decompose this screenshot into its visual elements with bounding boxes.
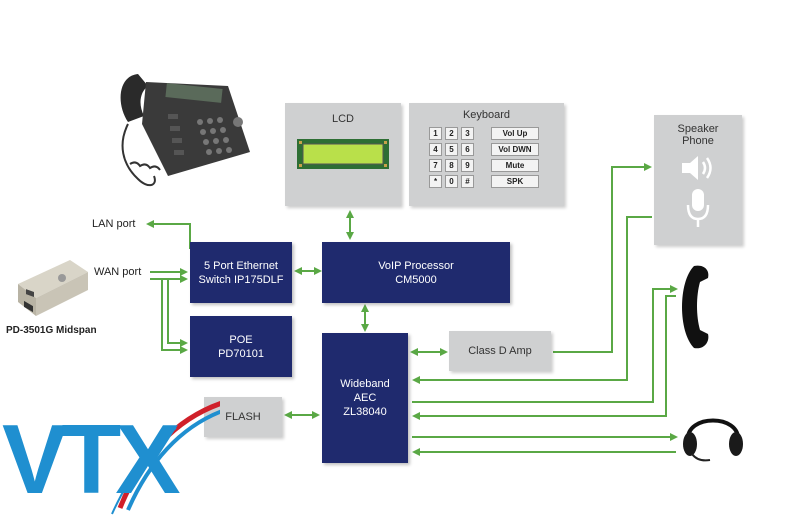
aec-label-1: Wideband <box>340 378 390 390</box>
aec-label-3: ZL38040 <box>343 406 387 418</box>
wire-amp-speaker <box>553 163 652 353</box>
key-hash: # <box>461 175 474 188</box>
poe-label-1: POE <box>229 333 253 346</box>
voip-label-2: CM5000 <box>395 273 437 286</box>
key-6: 6 <box>461 143 474 156</box>
wire-mic-aec <box>412 216 652 384</box>
keypad: 1 2 3 4 5 6 7 8 9 * 0 # Vol Up Vol DWN M… <box>409 103 564 206</box>
vtx-logo: VTX <box>0 398 220 515</box>
wire-aec-handset <box>412 285 678 403</box>
key-1: 1 <box>429 127 442 140</box>
aec-label-2: AEC <box>353 392 377 404</box>
key-5: 5 <box>445 143 458 156</box>
speaker-label-1: Speaker <box>677 123 719 135</box>
handset-icon <box>682 265 709 349</box>
ethernet-switch-block: 5 Port Ethernet Switch IP175DLF <box>190 242 292 303</box>
vtx-logo-text: VTX <box>2 404 181 514</box>
switch-label-2: Switch IP175DLF <box>198 273 284 286</box>
key-vol-down: Vol DWN <box>491 143 539 156</box>
lcd-module-icon <box>297 139 389 169</box>
speaker-phone-block: Speaker Phone <box>654 115 742 245</box>
amp-label: Class D Amp <box>468 345 532 357</box>
key-2: 2 <box>445 127 458 140</box>
speaker-label-2: Phone <box>682 135 714 147</box>
poe-label-2: PD70101 <box>218 347 264 360</box>
class-d-amp-block: Class D Amp <box>449 331 551 371</box>
voip-label-1: VoIP Processor <box>378 259 454 272</box>
speaker-icon <box>682 156 712 180</box>
lcd-block: LCD <box>285 103 401 206</box>
midspan-label: PD-3501G Midspan <box>6 325 97 336</box>
key-0: 0 <box>445 175 458 188</box>
key-4: 4 <box>429 143 442 156</box>
keyboard-block: Keyboard 1 2 3 4 5 6 7 8 9 * 0 # Vol Up … <box>409 103 564 206</box>
lan-port-label: LAN port <box>92 218 136 230</box>
switch-label-1: 5 Port Ethernet <box>204 259 278 272</box>
key-7: 7 <box>429 159 442 172</box>
microphone-icon <box>686 189 710 227</box>
aec-block: Wideband AEC ZL38040 <box>322 333 408 463</box>
wan-port-label: WAN port <box>94 266 142 278</box>
midspan-injector-icon <box>18 260 88 316</box>
key-spk: SPK <box>491 175 539 188</box>
headset-icon <box>683 418 743 462</box>
key-vol-up: Vol Up <box>491 127 539 140</box>
voip-processor-block: VoIP Processor CM5000 <box>322 242 510 303</box>
key-9: 9 <box>461 159 474 172</box>
key-8: 8 <box>445 159 458 172</box>
wire-handset-aec <box>412 295 676 420</box>
key-mute: Mute <box>491 159 539 172</box>
keyboard-title: Keyboard <box>462 109 511 121</box>
poe-block: POE PD70101 <box>190 316 292 377</box>
ip-phone-icon <box>120 74 250 187</box>
key-star: * <box>429 175 442 188</box>
key-3: 3 <box>461 127 474 140</box>
vtx-logo-swoosh <box>111 401 220 515</box>
flash-label: FLASH <box>225 411 261 423</box>
wire-wan-poe-2 <box>161 279 188 354</box>
lcd-title: LCD <box>331 113 354 125</box>
wire-lan <box>146 220 191 249</box>
wire-wan-poe <box>167 279 188 347</box>
